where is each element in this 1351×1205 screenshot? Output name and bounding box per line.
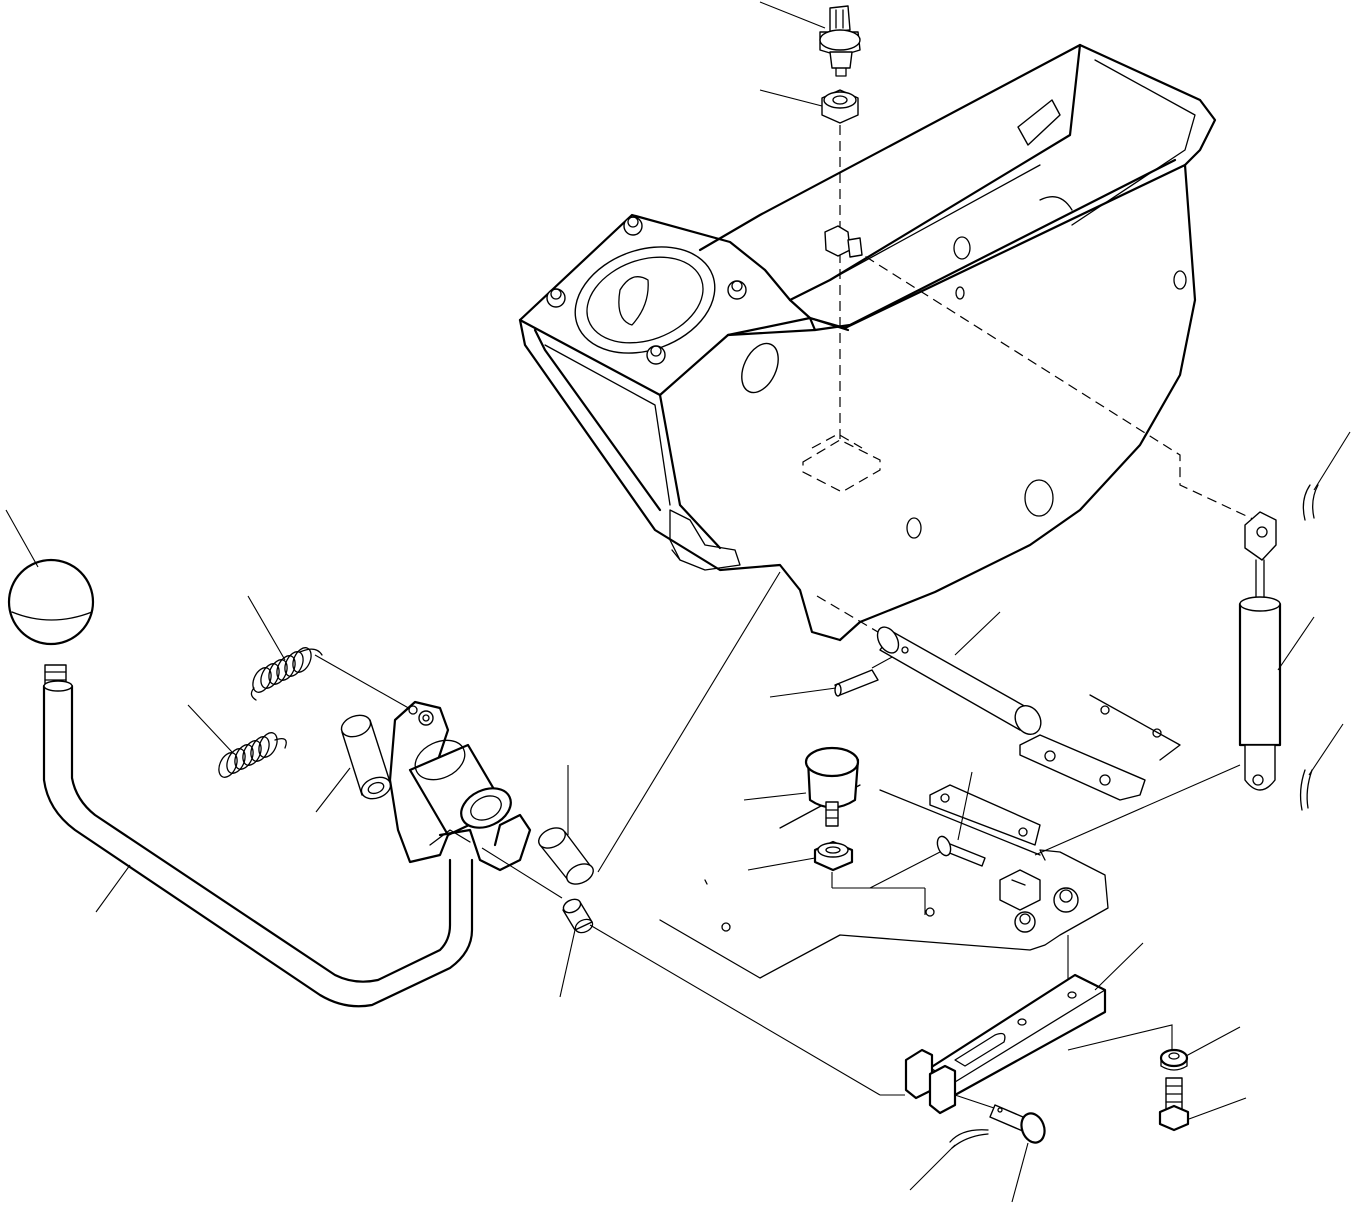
clevis-pin	[989, 1104, 1046, 1144]
bushing-left	[340, 714, 392, 800]
floor-plate	[659, 694, 1181, 979]
pedal-frame	[518, 43, 1217, 642]
lever-bracket	[388, 700, 532, 872]
washer	[1159, 1048, 1189, 1071]
stopper	[804, 746, 860, 827]
pivot-pin	[876, 626, 1042, 736]
leader-lines	[5, 1, 1351, 1203]
return-spring-upper	[250, 647, 323, 701]
nut-upper	[821, 89, 859, 124]
link-plate	[904, 973, 1107, 1115]
gas-spring	[1238, 511, 1282, 791]
bolt-small	[936, 835, 986, 867]
bolt	[1158, 1077, 1190, 1132]
return-spring-lower	[218, 732, 287, 778]
roll-pin	[834, 669, 879, 697]
shift-lever	[42, 664, 474, 1008]
clip-upper	[1302, 484, 1319, 521]
assembly-lines	[314, 125, 1256, 1111]
bushing-right	[538, 827, 594, 885]
cotter-pin	[949, 1129, 989, 1149]
lever-knob	[7, 558, 95, 646]
pressure-switch	[819, 5, 861, 77]
nut-stopper	[813, 840, 854, 872]
clip-lower	[1299, 769, 1313, 811]
bushing-small	[562, 898, 594, 934]
